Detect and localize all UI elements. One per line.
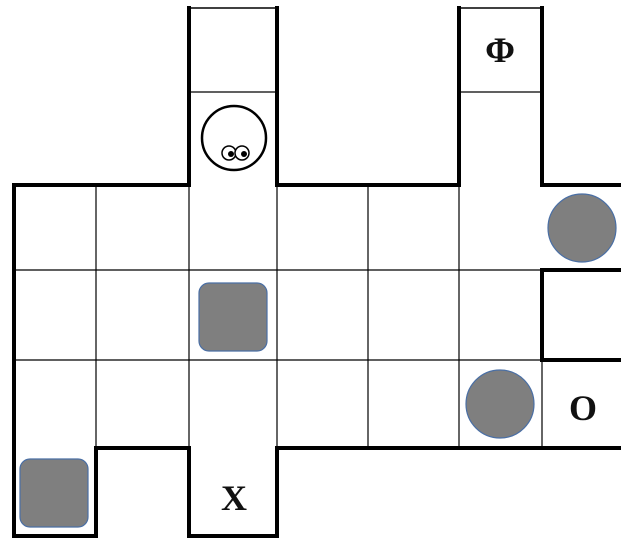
box-piece[interactable] bbox=[20, 459, 88, 527]
walls bbox=[14, 8, 621, 536]
player-right-pupil bbox=[241, 151, 247, 157]
player-face-icon[interactable] bbox=[202, 106, 266, 170]
wall-outline-right bbox=[542, 8, 621, 185]
player-left-pupil bbox=[228, 151, 234, 157]
wall-notch bbox=[542, 270, 621, 360]
player-head bbox=[202, 106, 266, 170]
wall-outline-upper bbox=[277, 8, 459, 185]
wall-outline-lower bbox=[14, 8, 621, 536]
ball-piece[interactable] bbox=[466, 370, 534, 438]
o-label: O bbox=[569, 388, 597, 428]
phi-label: Φ bbox=[485, 30, 515, 70]
x-label: X bbox=[221, 478, 247, 518]
ball-piece[interactable] bbox=[548, 194, 616, 262]
box-piece[interactable] bbox=[199, 283, 267, 351]
